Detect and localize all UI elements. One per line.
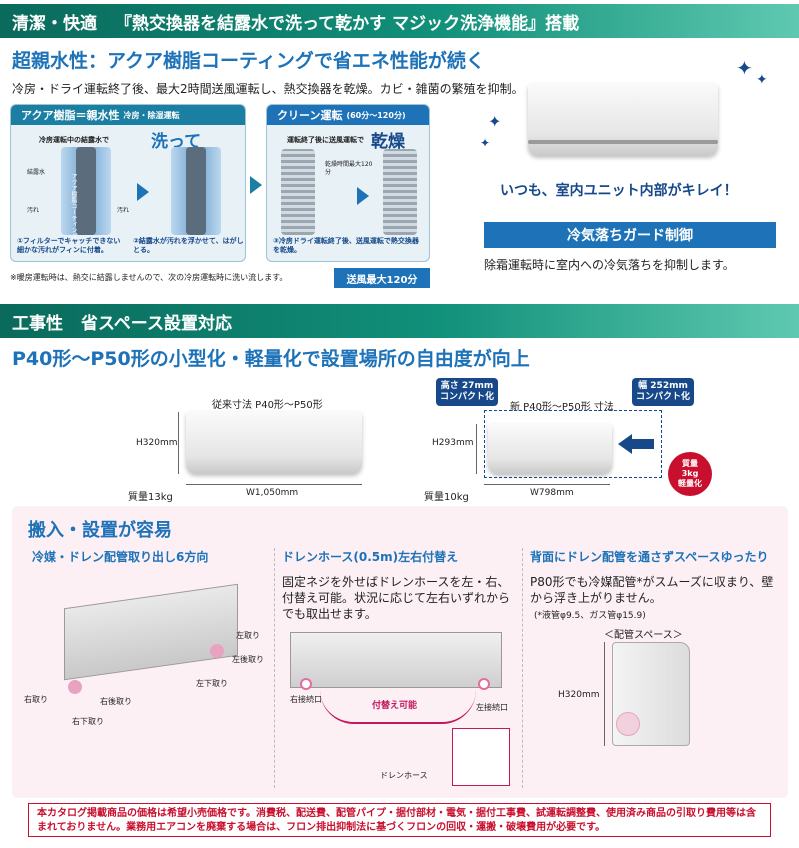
fin-core-1	[76, 147, 96, 235]
col2-title: ドレンホース(0.5m)左右付替え	[282, 550, 459, 564]
new-height: H293mm	[432, 438, 474, 448]
col3-space-label: ＜配管スペース＞	[604, 630, 683, 641]
wash-panel-title-sub: 冷房・除湿運転	[123, 110, 180, 120]
pipe-space-icon	[616, 712, 640, 736]
hose-label: ドレンホース	[380, 771, 428, 780]
step-arrow-1	[137, 183, 149, 201]
divider-1	[274, 548, 275, 788]
wash-panel-title: アクア樹脂＝親水性	[21, 109, 120, 122]
section1-tag: 清潔・快適	[12, 13, 97, 34]
old-width: W1,050mm	[246, 488, 299, 498]
section1-description: 冷房・ドライ運転終了後、最大2時間送風運転し、熱交換器を乾燥。カビ・雑菌の繁殖を…	[12, 82, 524, 96]
dry-panel-header: クリーン運転 (60分〜120分)	[267, 105, 429, 125]
dry-caption-3: ③冷房ドライ運転終了後、送風運転で熱交換器を乾燥。	[273, 237, 419, 254]
step-arrow-2	[357, 187, 369, 205]
side-height-line	[604, 642, 605, 746]
new-width: W798mm	[530, 488, 574, 498]
divider-2	[522, 548, 523, 788]
dry-label: 乾燥	[371, 132, 405, 152]
old-footprint-outline	[484, 410, 662, 478]
wash-panel: アクア樹脂＝親水性 冷房・除湿運転 冷房運転中の結露水で 洗って 結露水 汚れ …	[10, 104, 246, 262]
col3-title: 背面にドレン配管を通さずスペースゆったり	[530, 550, 769, 564]
new-width-line	[484, 484, 610, 485]
dry-panel-title-sub: (60分〜120分)	[346, 110, 406, 120]
label-kekuro: 結露水	[27, 169, 46, 176]
badge-120: 送風最大120分	[334, 268, 430, 288]
sparkle-icon-1: ✦	[736, 56, 753, 80]
section1-title: 『熱交換器を結露水で洗って乾かす マジック洗浄機能』搭載	[115, 13, 580, 34]
badge-height: 高さ 27mm コンパクト化	[436, 378, 498, 406]
label-coating: アクア樹脂コーティング	[70, 173, 77, 239]
section3-title: 搬入・設置が容易	[28, 520, 172, 541]
pipe-exit-right	[68, 680, 82, 694]
col3-note: (*液管φ9.5、ガス管φ15.9)	[534, 611, 646, 621]
sparkle-icon-4: ✦	[480, 136, 491, 150]
guard-desc: 除霜運転時に室内への冷気落ちを抑制します。	[484, 258, 735, 272]
right-port-label: 右接続口	[290, 695, 322, 704]
price-notice: 本カタログ掲載商品の価格は希望小売価格です。消費税、配送費、配管パイプ・据付部材…	[28, 803, 771, 837]
right-port-icon	[300, 678, 312, 690]
pipe-label-3: 右取り	[24, 695, 48, 704]
hose-unit-illustration	[290, 632, 502, 688]
new-height-line	[476, 424, 477, 474]
old-height: H320mm	[136, 438, 178, 448]
section2-subheading: P40形〜P50形の小型化・軽量化で設置場所の自由度が向上	[12, 348, 530, 370]
fin-core-2	[186, 147, 206, 235]
indoor-unit-image	[528, 84, 718, 156]
panel-arrow	[250, 176, 262, 194]
new-label: 新 P40形〜P50形 寸法	[510, 402, 614, 413]
dry-panel: クリーン運転 (60分〜120分) 運転終了後に送風運転で 乾燥 乾燥時間最大1…	[266, 104, 430, 262]
label-yogore-1: 汚れ	[27, 207, 40, 214]
col3-height: H320mm	[558, 690, 600, 700]
dry-max-label: 乾燥時間最大120分	[325, 161, 373, 176]
section2-title: 省スペース設置対応	[81, 313, 232, 334]
old-unit-image	[186, 412, 362, 474]
new-weight: 質量10kg	[424, 492, 469, 503]
label-yogore-2: 汚れ	[117, 207, 130, 214]
col1-title: 冷媒・ドレン配管取り出し6方向	[32, 550, 209, 564]
badge-width: 幅 252mm コンパクト化	[632, 378, 694, 406]
section1-band: 清潔・快適 『熱交換器を結露水で洗って乾かす マジック洗浄機能』搭載	[0, 4, 799, 38]
shrink-arrow-head	[618, 434, 632, 454]
sparkle-icon-3: ✦	[488, 112, 502, 131]
new-unit-image	[488, 424, 612, 474]
indoor-unit-vent	[528, 140, 718, 144]
section2-tag: 工事性	[12, 313, 63, 334]
col3-desc: P80形でも冷媒配管*がスムーズに収まり、壁から浮き上がりません。	[530, 575, 774, 605]
section1-footnote: ※暖房運転時は、熱交に結露しませんので、次の冷房運転時に洗い流します。	[10, 273, 288, 282]
old-width-line	[186, 484, 362, 485]
guard-title: 冷気落ちガード制御	[484, 222, 776, 248]
dry-fin-1	[281, 149, 315, 235]
dry-inner-label: 運転終了後に送風運転で	[287, 136, 364, 144]
section2-band: 工事性 省スペース設置対応	[0, 304, 799, 338]
left-port-label: 左接続口	[476, 703, 508, 712]
old-weight: 質量13kg	[128, 492, 173, 503]
col2-desc: 固定ネジを外せばドレンホースを左・右、付替え可能。状況に応じて左右いずれからでも…	[282, 575, 511, 621]
pipe-label-2: 左下取り	[196, 679, 228, 688]
swap-label: 付替え可能	[372, 701, 418, 711]
pipe-label-0: 左取り	[236, 631, 260, 640]
hose-zoom-inset	[452, 728, 510, 786]
badge-weight: 質量 3kg 軽量化	[668, 452, 712, 496]
sparkle-icon-2: ✦	[756, 72, 768, 88]
wash-caption-2: ②結露水が汚れを浮かせて、はがしとる。	[133, 237, 244, 254]
wash-caption-1: ①フィルターでキャッチできない細かな汚れがフィンに付着。	[17, 237, 121, 254]
shrink-arrow-body	[632, 439, 654, 449]
pipe-label-1: 左後取り	[232, 655, 264, 664]
dry-fin-2	[383, 149, 417, 235]
dry-panel-title: クリーン運転	[277, 109, 343, 122]
wash-panel-header: アクア樹脂＝親水性 冷房・除湿運転	[11, 105, 245, 125]
old-height-line	[178, 412, 179, 474]
pipe-exit-left	[210, 644, 224, 658]
left-port-icon	[478, 678, 490, 690]
pipe-label-5: 右下取り	[72, 717, 104, 726]
pipe-label-4: 右後取り	[100, 697, 132, 706]
kirei-text: いつも、室内ユニット内部がキレイ！	[500, 183, 738, 199]
old-label: 従来寸法 P40形〜P50形	[212, 400, 323, 411]
section1-subheading: 超親水性：アクア樹脂コーティングで省エネ性能が続く	[12, 50, 485, 72]
swap-arc	[320, 690, 476, 724]
wash-inner-label: 冷房運転中の結露水で	[39, 136, 109, 144]
